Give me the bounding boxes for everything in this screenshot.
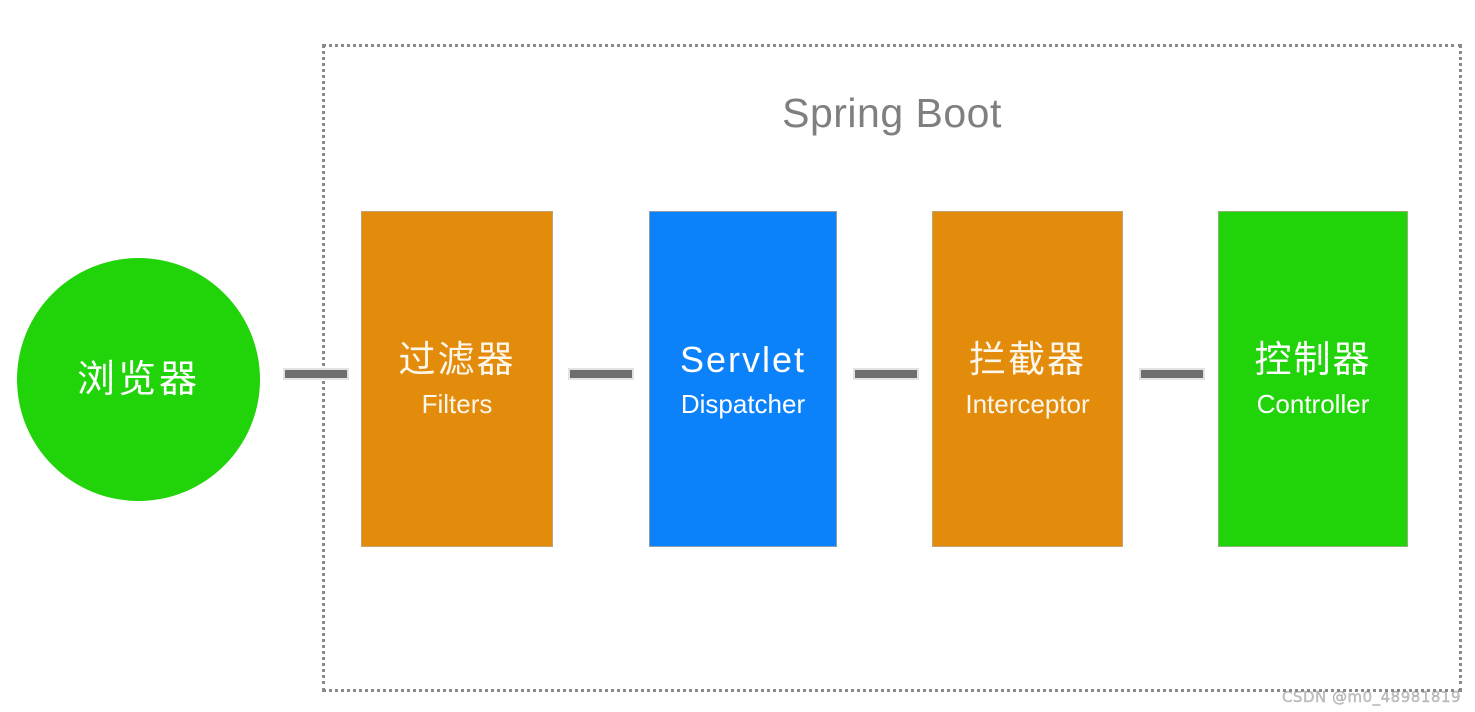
- stage-filters-cn-label: 过滤器: [398, 339, 516, 380]
- stage-servlet-subtitle-label: Dispatcher: [680, 389, 806, 419]
- stage-servlet-title-label: Servlet: [679, 339, 807, 380]
- spring-boot-title: Spring Boot: [782, 90, 1002, 136]
- csdn-watermark: CSDN @m0_48981819: [1281, 688, 1461, 706]
- connector-interceptor-to-controller: [1139, 368, 1205, 380]
- stage-filters: 过滤器 Filters: [361, 211, 553, 547]
- connector-filters-to-servlet: [568, 368, 634, 380]
- stage-controller-en-label: Controller: [1256, 389, 1370, 419]
- node-browser-cn-label: 浏览器: [76, 358, 200, 401]
- connector-servlet-to-interceptor: [853, 368, 919, 380]
- stage-interceptor-en-label: Interceptor: [965, 389, 1090, 419]
- stage-interceptor-cn-label: 拦截器: [969, 339, 1086, 380]
- connector-browser-to-filters: [283, 368, 349, 380]
- stage-interceptor: 拦截器 Interceptor: [932, 211, 1123, 547]
- stage-controller: 控制器 Controller: [1218, 211, 1408, 547]
- stage-servlet-dispatcher: Servlet Dispatcher: [649, 211, 837, 547]
- node-browser: 浏览器: [17, 258, 260, 501]
- stage-filters-en-label: Filters: [421, 389, 493, 419]
- stage-controller-cn-label: 控制器: [1254, 339, 1372, 380]
